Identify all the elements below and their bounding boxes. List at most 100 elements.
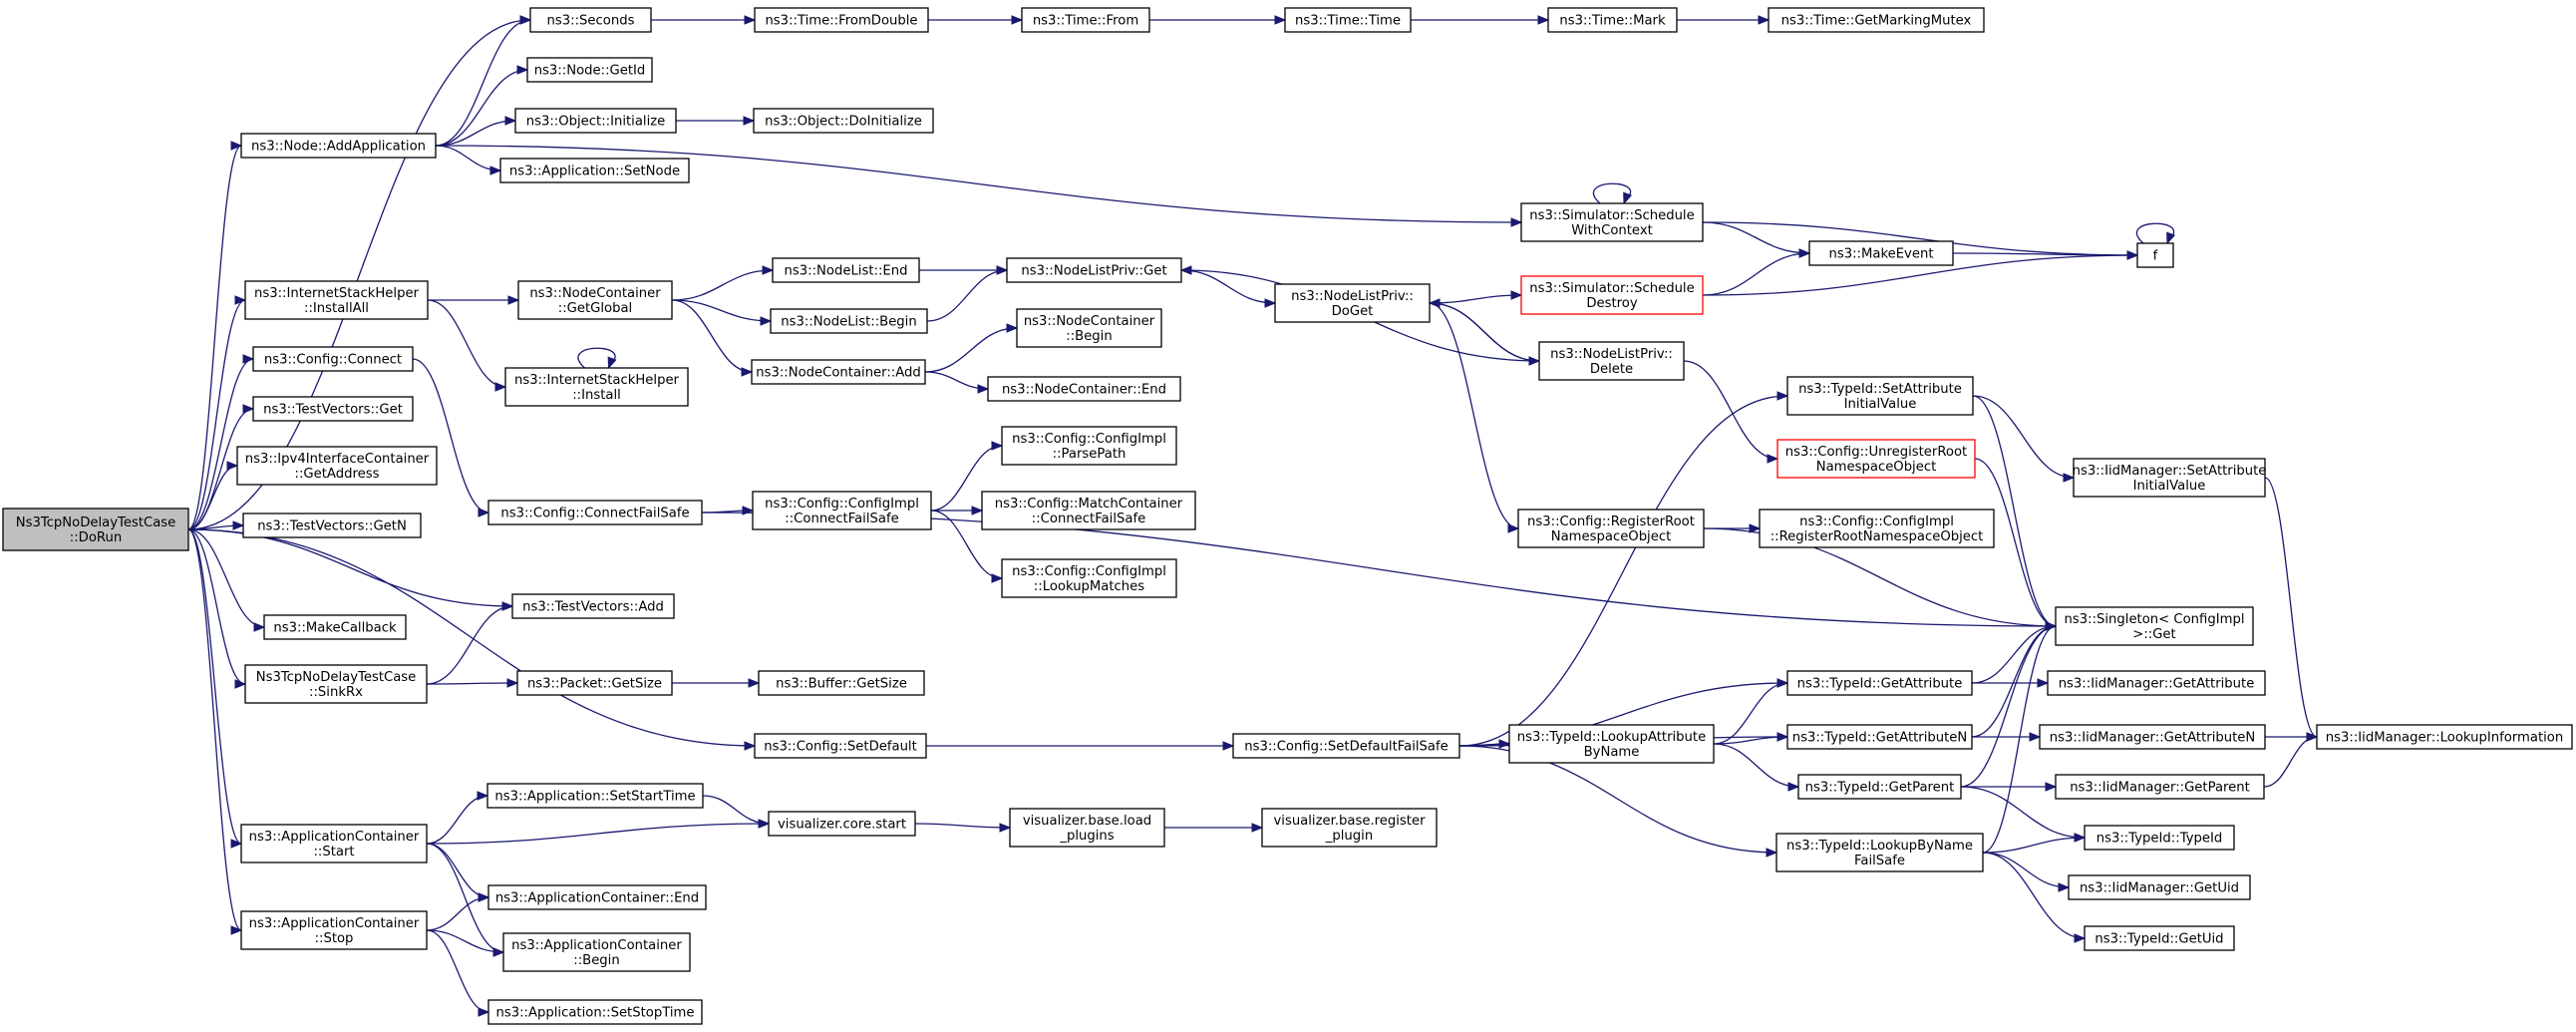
edge-root-to-makecallback-arrowhead [253, 622, 266, 632]
node-iidsetattrinit[interactable]: ns3::IidManager::SetAttributeInitialValu… [2073, 458, 2267, 498]
node-unregroot[interactable]: ns3::Config::UnregisterRootNamespaceObje… [1776, 439, 1976, 479]
edge-from-to-time-arrowhead [1274, 15, 1287, 25]
edge-addapp-to-schedctx-arrowhead [1510, 217, 1523, 227]
edge-sinkrx-to-tvadd [426, 605, 513, 685]
node-appsetstop[interactable]: ns3::Application::SetStopTime [487, 999, 703, 1025]
node-root[interactable]: Ns3TcpNoDelayTestCase::DoRun [2, 508, 189, 551]
node-label: ns3::TypeId::GetAttribute [1797, 677, 1963, 692]
node-box [487, 999, 703, 1025]
edge-scheddestroy-to-f-arrowhead [2126, 250, 2139, 260]
node-ciregroot[interactable]: ns3::Config::ConfigImpl::RegisterRootNam… [1759, 509, 1995, 548]
node-nlpget[interactable]: ns3::NodeListPriv::Get [1006, 257, 1182, 283]
node-regroot[interactable]: ns3::Config::RegisterRootNamespaceObject [1517, 509, 1705, 548]
node-box [2316, 724, 2573, 750]
edge-acstart-to-acbegin [426, 843, 504, 953]
edge-nlpdoget-to-scheddestroy-arrowhead [1510, 290, 1523, 300]
node-box [240, 133, 437, 159]
node-time[interactable]: ns3::Time::Time [1284, 7, 1412, 33]
edge-viscorestart-to-visbaseload-arrowhead [999, 823, 1012, 833]
node-sinkrx[interactable]: Ns3TcpNoDelayTestCase::SinkRx [244, 664, 428, 704]
node-ciparsepath[interactable]: ns3::Config::ConfigImpl::ParsePath [1001, 426, 1177, 466]
node-ciconnectfs[interactable]: ns3::Config::ConfigImpl::ConnectFailSafe [752, 491, 932, 530]
node-f[interactable]: f [2136, 242, 2174, 268]
node-mark[interactable]: ns3::Time::Mark [1547, 7, 1678, 33]
node-addapp[interactable]: ns3::Node::AddApplication [240, 133, 437, 159]
node-tvget[interactable]: ns3::TestVectors::Get [252, 396, 414, 422]
node-box [1520, 275, 1704, 315]
node-setdefault[interactable]: ns3::Config::SetDefault [754, 733, 927, 759]
node-label: ns3::TestVectors::GetN [257, 519, 407, 534]
node-label: ::Stop [315, 931, 354, 946]
node-setdefaultfs[interactable]: ns3::Config::SetDefaultFailSafe [1232, 733, 1460, 759]
node-tvadd[interactable]: ns3::TestVectors::Add [511, 593, 675, 619]
edge-seconds-to-fromdouble-arrowhead [744, 15, 757, 25]
node-appsetnode[interactable]: ns3::Application::SetNode [499, 158, 690, 183]
node-getmarkingmutex[interactable]: ns3::Time::GetMarkingMutex [1768, 7, 1985, 33]
node-seconds[interactable]: ns3::Seconds [529, 7, 652, 33]
node-label: ns3::IidManager::GetParent [2070, 781, 2250, 796]
node-iidlookupinfo[interactable]: ns3::IidManager::LookupInformation [2316, 724, 2573, 750]
node-tidgetuid[interactable]: ns3::TypeId::GetUid [2084, 925, 2235, 951]
node-visbaseload[interactable]: visualizer.base.load_plugins [1009, 808, 1165, 848]
node-singletonget[interactable]: ns3::Singleton< ConfigImpl>::Get [2055, 606, 2254, 646]
node-makeevent[interactable]: ns3::MakeEvent [1808, 240, 1954, 266]
node-nlend[interactable]: ns3::NodeList::End [772, 257, 920, 283]
node-ncbegin[interactable]: ns3::NodeContainer::Begin [1016, 308, 1162, 348]
node-makecallback[interactable]: ns3::MakeCallback [263, 614, 407, 640]
node-tidgetparent[interactable]: ns3::TypeId::GetParent [1797, 774, 1962, 800]
node-visbasereg[interactable]: visualizer.base.register_plugin [1261, 808, 1438, 848]
node-box [2084, 925, 2235, 951]
node-ipv4getaddr[interactable]: ns3::Ipv4InterfaceContainer::GetAddress [236, 446, 438, 486]
node-viscorestart[interactable]: visualizer.core.start [768, 811, 916, 837]
node-mcconnectfs[interactable]: ns3::Config::MatchContainer::ConnectFail… [981, 491, 1196, 530]
node-acstart[interactable]: ns3::ApplicationContainer::Start [240, 824, 428, 863]
node-acbegin[interactable]: ns3::ApplicationContainer::Begin [502, 932, 691, 972]
node-acstop[interactable]: ns3::ApplicationContainer::Stop [240, 910, 428, 950]
node-tidgetattr[interactable]: ns3::TypeId::GetAttribute [1786, 670, 1973, 696]
node-label: ::Start [313, 845, 354, 860]
node-iidgetattr[interactable]: ns3::IidManager::GetAttribute [2047, 670, 2266, 696]
node-nlpdelete[interactable]: ns3::NodeListPriv::Delete [1538, 341, 1685, 381]
node-ncadd[interactable]: ns3::NodeContainer::Add [751, 359, 926, 385]
node-connectfailsafe[interactable]: ns3::Config::ConnectFailSafe [487, 500, 703, 525]
node-nlpdoget[interactable]: ns3::NodeListPriv::DoGet [1274, 283, 1431, 323]
node-acend[interactable]: ns3::ApplicationContainer::End [487, 884, 707, 910]
node-ncend[interactable]: ns3::NodeContainer::End [987, 376, 1181, 402]
node-objdoinit[interactable]: ns3::Object::DoInitialize [753, 108, 934, 134]
edge-tidlookupbyname-to-singletonget [1982, 625, 2057, 854]
edge-tidgetattr-to-iidgetattr-arrowhead [2037, 678, 2050, 688]
node-objinit[interactable]: ns3::Object::Initialize [514, 108, 677, 134]
node-fromdouble[interactable]: ns3::Time::FromDouble [754, 7, 929, 33]
edge-nlpdelete-to-nlpget-arrowhead [1179, 265, 1192, 275]
node-pktgetsize[interactable]: ns3::Packet::GetSize [516, 670, 673, 696]
edge-sinkrx-to-pktgetsize-arrowhead [506, 678, 519, 688]
edge-scheddestroy-to-makeevent-arrowhead [1798, 248, 1811, 258]
node-ishinstall[interactable]: ns3::InternetStackHelper::Install [504, 367, 689, 407]
node-label: ns3::NodeListPriv::Get [1021, 264, 1166, 279]
node-tidtypeid[interactable]: ns3::TypeId::TypeId [2084, 825, 2235, 851]
node-nodegetid[interactable]: ns3::Node::GetId [526, 57, 653, 83]
node-tvgetn[interactable]: ns3::TestVectors::GetN [242, 513, 422, 538]
node-cilookup[interactable]: ns3::Config::ConfigImpl::LookupMatches [1001, 558, 1177, 598]
node-label: ns3::Object::DoInitialize [765, 115, 922, 130]
node-iidgetattrn[interactable]: ns3::IidManager::GetAttributeN [2039, 724, 2266, 750]
node-appsetstart[interactable]: ns3::Application::SetStartTime [486, 783, 704, 809]
node-nlbegin[interactable]: ns3::NodeList::Begin [770, 308, 928, 334]
node-from[interactable]: ns3::Time::From [1021, 7, 1150, 33]
node-iidgetuid[interactable]: ns3::IidManager::GetUid [2068, 874, 2251, 900]
node-label: _plugins [1059, 829, 1114, 844]
node-tidgetattrn[interactable]: ns3::TypeId::GetAttributeN [1786, 724, 1973, 750]
node-configconnect[interactable]: ns3::Config::Connect [252, 346, 414, 372]
node-iidgetparent[interactable]: ns3::IidManager::GetParent [2055, 774, 2265, 800]
edge-nlpget-to-nlpdoget [1180, 269, 1276, 304]
edge-scheddestroy-to-f [1702, 254, 2138, 296]
node-ncgetglobal[interactable]: ns3::NodeContainer::GetGlobal [517, 280, 673, 320]
node-ishinstallall[interactable]: ns3::InternetStackHelper::InstallAll [244, 280, 429, 320]
node-bufgetsize[interactable]: ns3::Buffer::GetSize [758, 670, 925, 696]
node-box [1001, 558, 1177, 598]
